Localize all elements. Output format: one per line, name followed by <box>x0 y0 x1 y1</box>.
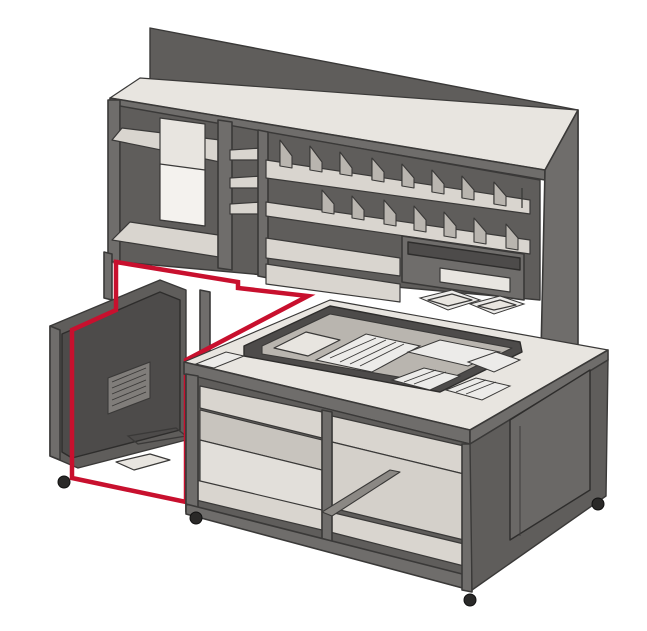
caster-front-right <box>463 593 477 607</box>
cabinet-center-post <box>321 409 333 547</box>
cabinet-left-post <box>185 373 199 515</box>
counter-corner-insert <box>194 351 246 369</box>
tray-right-well <box>477 299 517 311</box>
cubby-row-1-dividers <box>279 139 523 208</box>
cabinet-right-inset <box>509 369 591 541</box>
hutch-divider-1 <box>217 119 233 271</box>
cubby-row-2-dividers <box>321 189 519 251</box>
left-cabinet-post <box>103 251 113 301</box>
center-cross-brace <box>321 469 401 517</box>
hutch-lower-shelf-2 <box>265 263 401 303</box>
ice-bin-baskets <box>314 333 522 401</box>
left-door-edge <box>49 325 61 461</box>
back-bar-hutch <box>107 27 579 401</box>
cabinet-right-front-post <box>461 443 473 593</box>
vent-grille <box>107 361 151 415</box>
basket-5 <box>466 351 522 373</box>
basket-1 <box>314 333 422 373</box>
well-plate-left <box>273 331 341 357</box>
caster-front-mid <box>189 511 203 525</box>
floor-brace-left <box>115 453 171 471</box>
hutch-drawer-front <box>407 241 521 271</box>
left-cubby-opening-lower <box>159 163 206 227</box>
hutch-drawer-opening <box>439 267 511 293</box>
tray-left-well <box>427 293 473 307</box>
caster-front-left <box>57 475 71 489</box>
cubby-row-2-floor <box>265 201 531 255</box>
caster-rear-right <box>591 497 605 511</box>
main-counter-cabinet <box>183 299 609 607</box>
hutch-lower-shelf-1 <box>265 237 401 277</box>
